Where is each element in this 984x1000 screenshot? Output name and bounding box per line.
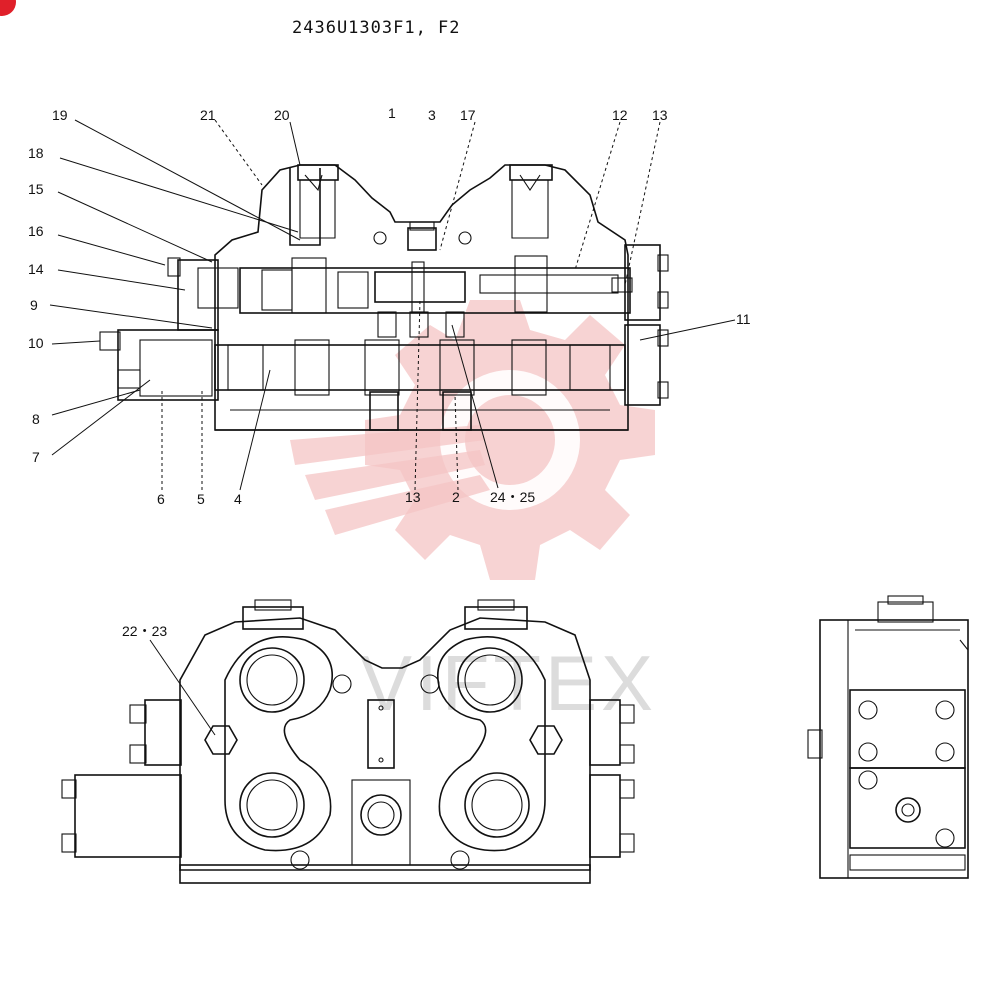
callout-15: 15 (28, 181, 44, 197)
callout-14: 14 (28, 261, 44, 277)
callout-2: 2 (452, 489, 460, 505)
watermark-text: VIFTEX (360, 639, 657, 727)
callout-11: 11 (736, 311, 751, 327)
callout-4: 4 (234, 491, 242, 507)
callout-labels: 19 21 20 1 3 17 12 13 18 15 16 14 9 10 1… (28, 105, 751, 639)
front-view (61, 599, 635, 884)
callout-19: 19 (52, 107, 68, 123)
callout-13-top: 13 (652, 107, 668, 123)
section-view (99, 164, 669, 431)
callout-18: 18 (28, 145, 44, 161)
callout-17: 17 (460, 107, 476, 123)
diagram-title: 2436U1303F1, F2 (292, 18, 461, 38)
callout-24-25: 24・25 (490, 489, 535, 505)
callout-8: 8 (32, 411, 40, 427)
callout-20: 20 (274, 107, 290, 123)
leader-lines (49, 119, 736, 491)
callout-7: 7 (32, 449, 40, 465)
callout-21: 21 (200, 107, 216, 123)
callout-3: 3 (428, 107, 436, 123)
callout-1: 1 (388, 105, 396, 121)
callout-10: 10 (28, 335, 44, 351)
side-view (807, 595, 969, 879)
callout-5: 5 (197, 491, 205, 507)
callout-16: 16 (28, 223, 44, 239)
callout-12: 12 (612, 107, 628, 123)
callout-22-23: 22・23 (122, 623, 167, 639)
callout-9: 9 (30, 297, 38, 313)
callout-13-bottom: 13 (405, 489, 421, 505)
callout-6: 6 (157, 491, 165, 507)
